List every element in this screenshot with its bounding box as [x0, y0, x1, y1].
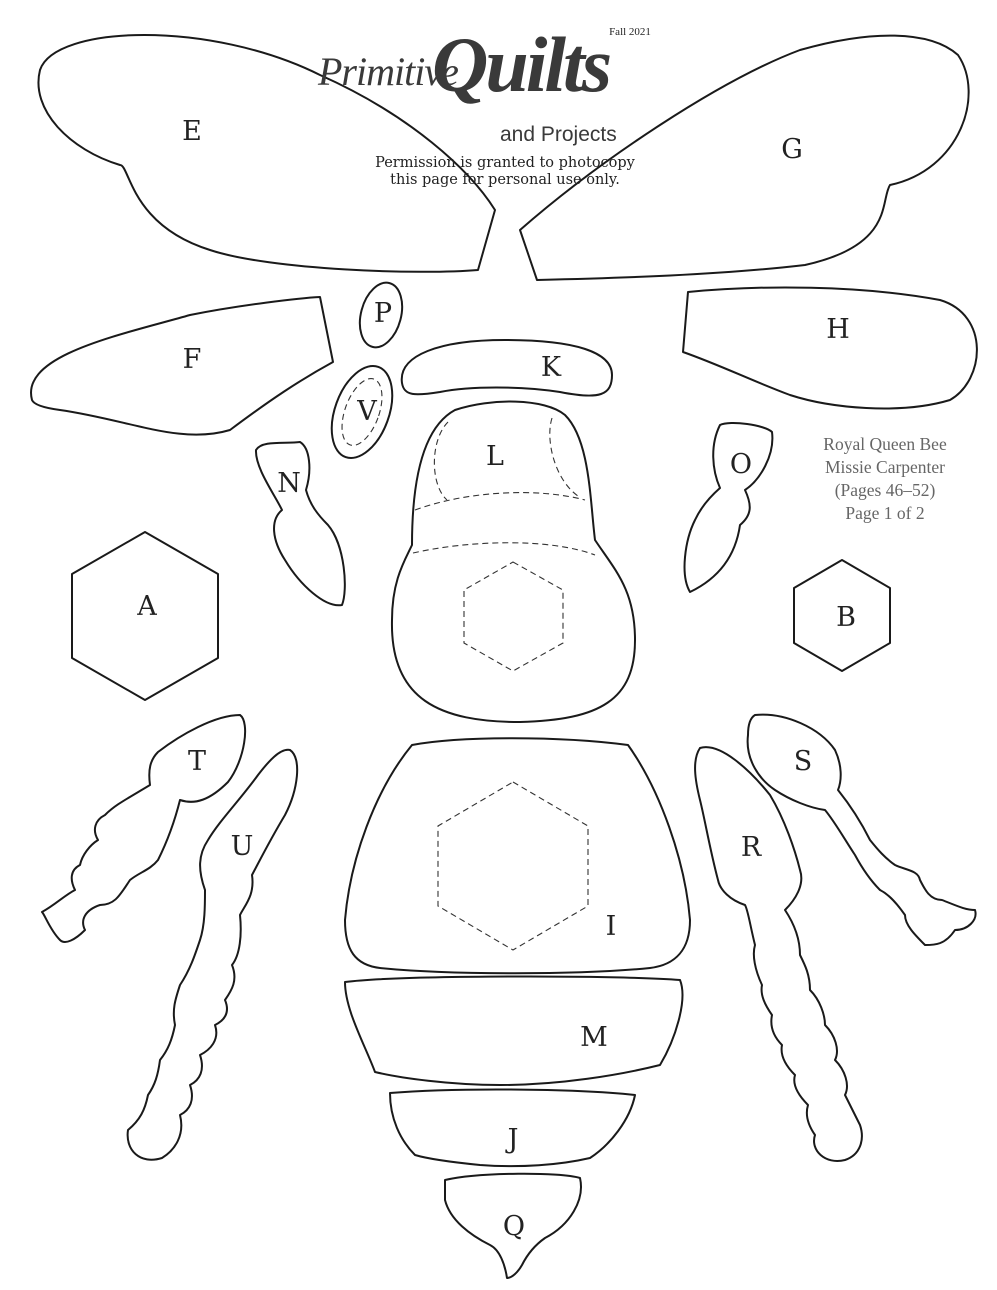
logo-quilts: Quilts: [432, 21, 612, 108]
piece-l-dashed-arc-left: [433, 421, 449, 501]
label-q: Q: [503, 1211, 525, 1242]
label-t: T: [188, 746, 206, 777]
label-f: F: [183, 344, 202, 375]
pattern-info: Royal Queen Bee Missie Carpenter (Pages …: [800, 433, 970, 525]
permission-line-2: this page for personal use only.: [390, 172, 620, 188]
piece-j: [389, 1088, 636, 1168]
label-h: H: [826, 314, 850, 345]
piece-l-dashed-line-2: [412, 542, 596, 556]
label-k: K: [541, 352, 562, 383]
logo-and-projects: and Projects: [500, 123, 617, 146]
permission-notice: Permission is granted to photocopy this …: [340, 155, 670, 189]
label-b: B: [836, 602, 856, 633]
piece-v: [330, 364, 394, 460]
label-s: S: [794, 746, 813, 777]
piece-f-wing: [30, 296, 334, 436]
permission-line-1: Permission is granted to photocopy: [375, 155, 635, 171]
label-e: E: [182, 116, 202, 147]
label-a: A: [136, 591, 157, 622]
label-v: V: [356, 396, 377, 427]
pattern-title: Royal Queen Bee: [823, 434, 947, 454]
piece-h-wing: [682, 286, 978, 410]
piece-s: [746, 713, 977, 946]
label-l: L: [486, 441, 504, 472]
pattern-page-number: Page 1 of 2: [845, 503, 925, 523]
label-i: I: [606, 911, 617, 942]
piece-p: [358, 281, 404, 349]
piece-r: [694, 746, 863, 1162]
label-m: M: [580, 1022, 608, 1053]
label-j: J: [505, 1124, 519, 1155]
pattern-pages: (Pages 46–52): [834, 480, 936, 500]
piece-v-dashed-inner: [341, 378, 383, 446]
label-g: G: [781, 134, 803, 165]
label-r: R: [741, 832, 762, 863]
logo-primitive: Primitive: [318, 49, 459, 94]
piece-i: [344, 737, 691, 975]
piece-n: [254, 441, 346, 607]
label-p: P: [374, 298, 392, 329]
issue-label: Fall 2021: [609, 26, 651, 38]
label-o: O: [730, 449, 752, 480]
piece-b-hexagon: [793, 559, 891, 672]
piece-t: [41, 714, 247, 943]
label-n: N: [277, 468, 301, 499]
piece-a-hexagon: [71, 531, 219, 701]
pattern-designer: Missie Carpenter: [824, 457, 946, 477]
piece-u: [126, 748, 299, 1161]
piece-g-wing: [519, 34, 970, 281]
piece-q: [444, 1172, 582, 1279]
piece-k: [400, 339, 613, 397]
piece-l-dashed-line-1: [414, 492, 586, 511]
label-u: U: [231, 831, 254, 862]
piece-m: [344, 975, 684, 1086]
piece-i-dashed-hexagon: [437, 781, 589, 951]
piece-o: [683, 422, 774, 593]
piece-e-wing: [37, 34, 496, 273]
piece-l-dashed-arc-right: [549, 417, 579, 497]
